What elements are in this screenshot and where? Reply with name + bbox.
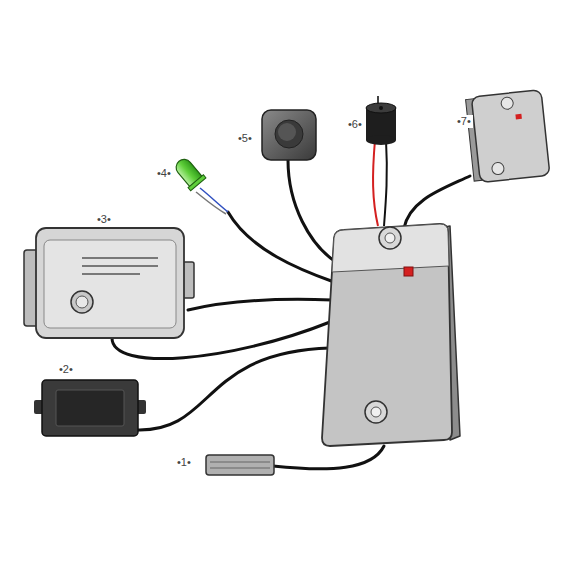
lock-face [44,240,176,328]
exit-button [262,110,316,160]
controller [322,224,460,446]
lock-body [36,228,184,338]
red-wire [373,140,378,226]
psu-body [42,380,138,436]
screw-hole [379,227,401,249]
wire [137,348,330,430]
electric-lock [24,228,194,338]
lock-groove [82,265,158,267]
card-reader [465,90,550,183]
black-wire [384,140,387,226]
led-indicator [171,155,228,214]
screw-hole [501,97,514,110]
buzzer [366,96,396,145]
contact-line [210,462,270,463]
screw-core [385,233,395,243]
controller-body [322,224,452,446]
callout-number: •7• [455,115,473,128]
keyhole-core [76,296,88,308]
buzzer-top [366,103,396,113]
led-leg [196,192,226,214]
screw-hole [365,401,387,423]
callout-number: •6• [346,118,364,131]
magnetic-contact [206,455,274,475]
callout-number: •2• [57,363,75,376]
wire [188,299,332,310]
controller-led [404,267,413,276]
led-rim [188,175,206,191]
callout-number: •4• [155,167,173,180]
callout-number: •1• [175,456,193,469]
buzzer-hole [379,106,383,110]
controller-top [332,224,449,272]
led-leg [200,188,228,212]
button-cap [275,120,303,148]
reader-led [515,114,521,120]
buzzer-bottom [366,135,396,145]
psu-face [56,390,124,426]
lock-groove [82,273,140,275]
callout-number: •3• [95,213,113,226]
wire [288,160,336,262]
button-highlight [278,123,296,141]
screw-core [371,407,381,417]
callout-number: •5• [236,132,254,145]
keyhole [71,291,93,313]
wire [404,176,470,228]
screw-hole [491,162,504,175]
power-supply [34,380,146,436]
contact-line [210,468,270,469]
button-body [262,110,316,160]
lock-groove [82,257,158,259]
reader-body [471,90,550,183]
wire [273,446,384,469]
contact-body [206,455,274,475]
